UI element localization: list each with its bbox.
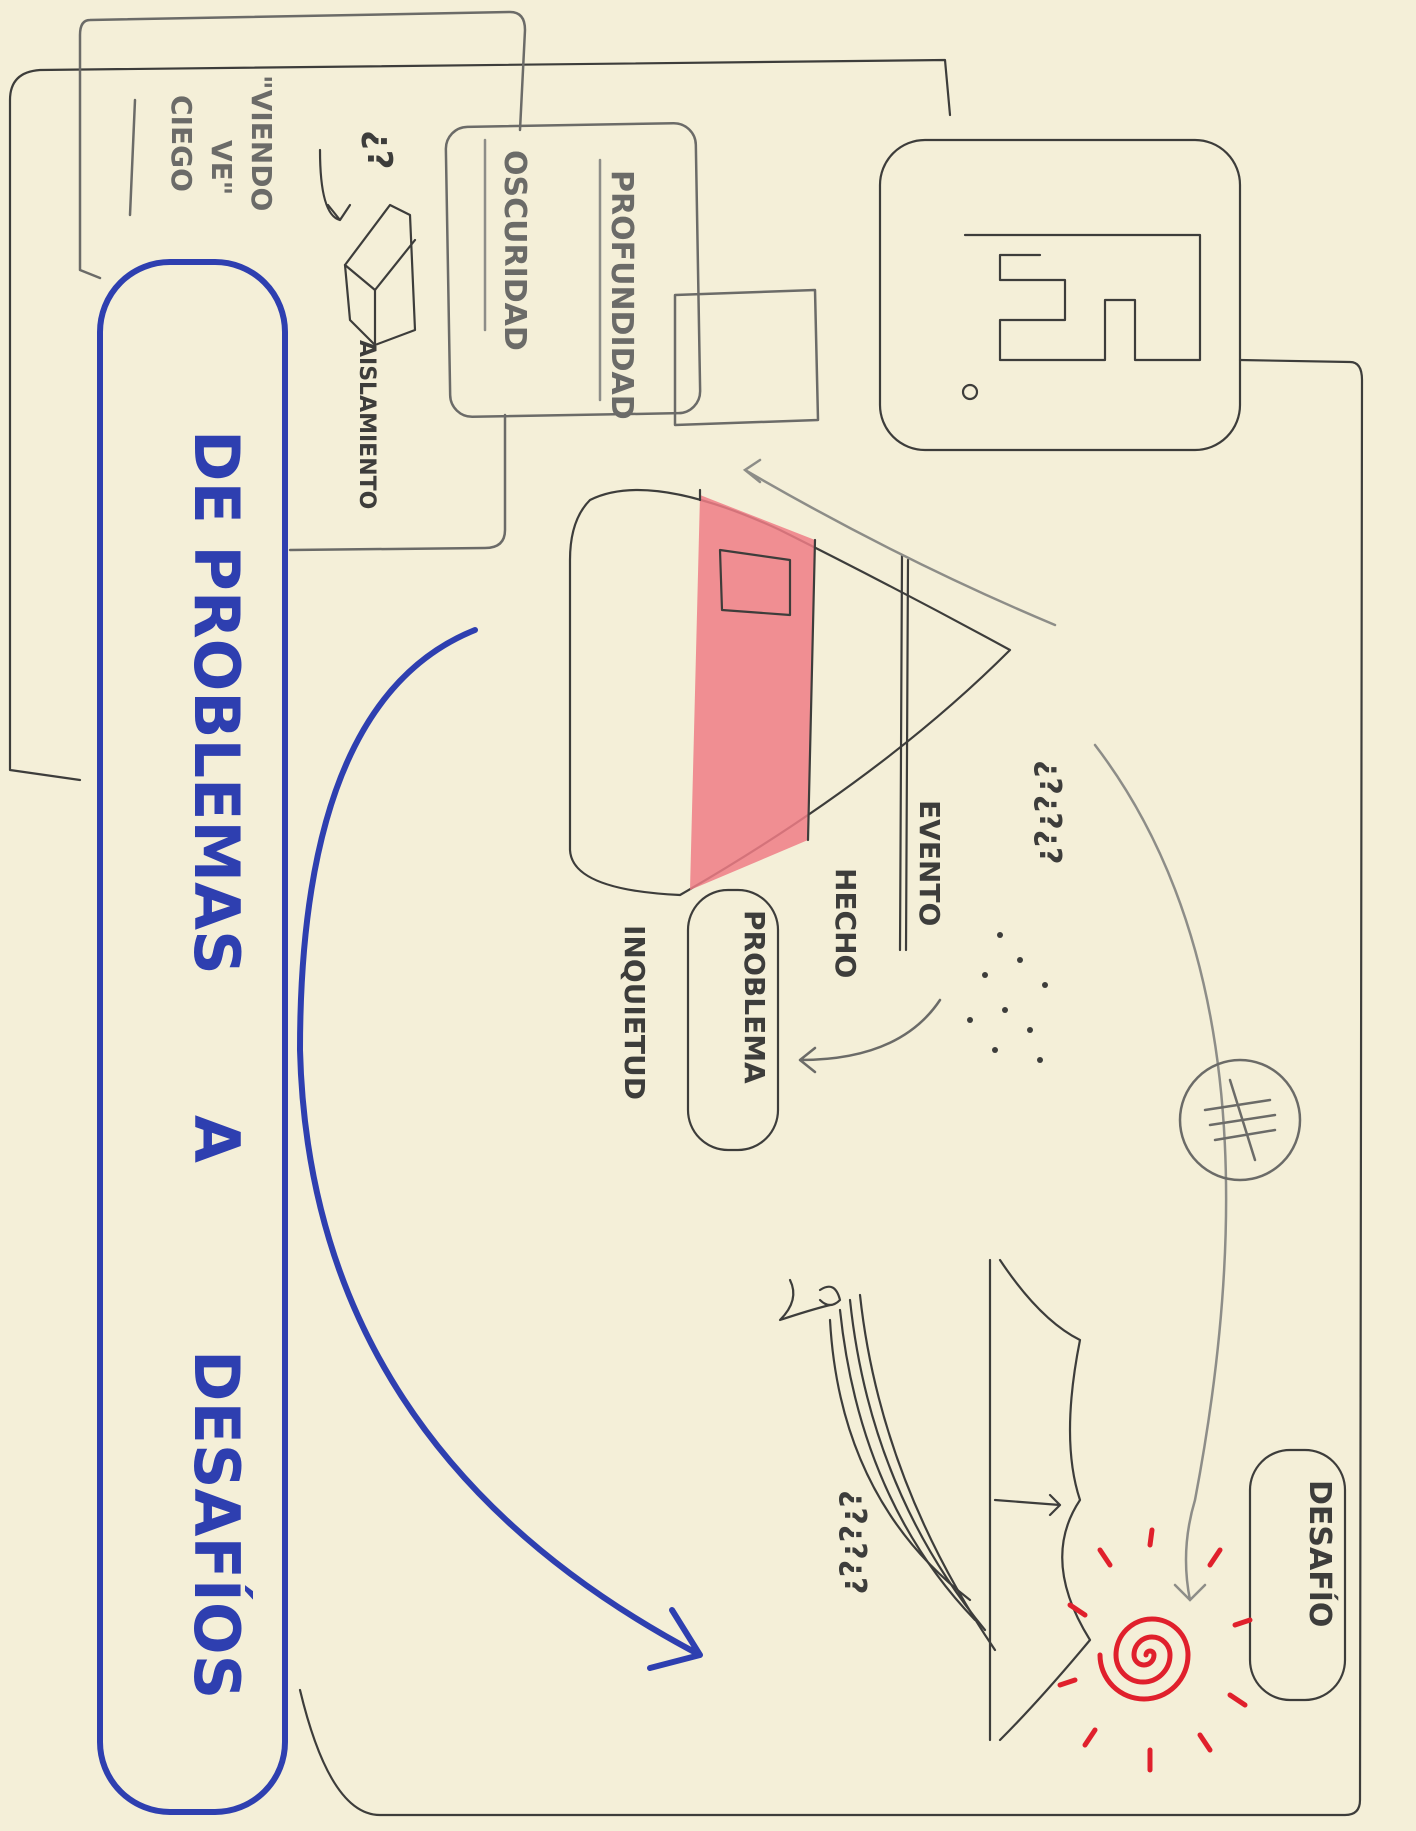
spiral-sun-icon — [1057, 1527, 1253, 1773]
problema-label: PROBLEMA — [738, 910, 771, 1084]
funnel-line-2 — [898, 553, 904, 952]
top-left-box-bottom — [288, 413, 507, 552]
maze-icon — [963, 233, 1202, 362]
inquietud-label: INQUIETUD — [618, 925, 651, 1100]
ciego-label: CIEGO — [165, 95, 198, 192]
title-part-2: A — [180, 1115, 253, 1163]
gray-arc-arrow — [1093, 743, 1228, 1602]
aislamiento-label: AISLAMIENTO — [354, 340, 379, 509]
problema-box — [686, 888, 780, 1152]
scattered-dots — [967, 932, 1048, 1063]
desafio-label: DESAFÍO — [1302, 1480, 1338, 1627]
quote-line-1: "VIENDO — [245, 75, 278, 211]
title-part-3: DESAFÍOS — [180, 1350, 253, 1699]
hatched-circle-icon — [1178, 1058, 1302, 1182]
maze-box — [878, 138, 1242, 452]
blue-arc-arrow — [297, 627, 703, 1671]
desafio-box — [1248, 1448, 1347, 1702]
curved-arrow-icon — [318, 148, 352, 222]
outer-frame — [8, 58, 952, 782]
right-question-marks: ¿?¿?¿? — [837, 1490, 872, 1594]
funnel-line-1 — [806, 538, 817, 842]
cube-icon — [343, 203, 417, 347]
mountain-sketch — [778, 1258, 1092, 1742]
quote-line-2: VE" — [205, 140, 238, 195]
gray-arrow-top — [742, 458, 1057, 627]
question-mark-top: ¿? — [359, 130, 399, 169]
title-box — [97, 259, 288, 1815]
evento-label: EVENTO — [913, 800, 946, 926]
arrow-to-problema — [798, 998, 942, 1074]
title-part-1: DE PROBLEMAS — [180, 430, 253, 975]
profundidad-label: PROFUNDIDAD — [604, 170, 639, 420]
gray-box — [444, 121, 702, 419]
top-left-box — [78, 10, 527, 280]
maze-start-dot — [961, 383, 979, 401]
oscuridad-label: OSCURIDAD — [497, 150, 532, 351]
funnel-line-3 — [904, 558, 910, 952]
funnel-question-marks: ¿?¿?¿? — [1032, 760, 1067, 864]
small-square — [673, 288, 820, 427]
hecho-label: HECHO — [829, 868, 862, 978]
ciego-underline — [128, 98, 137, 217]
outer-frame-right — [298, 358, 1364, 1817]
funnel-inner-square — [718, 548, 792, 617]
